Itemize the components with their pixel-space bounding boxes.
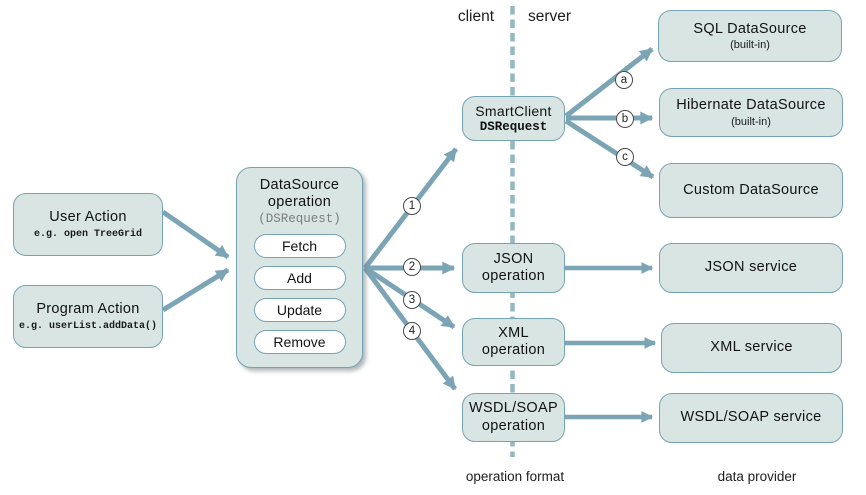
custom-datasource-title: Custom DataSource [683,181,819,198]
xml-operation-line2: operation [481,342,546,358]
marker-circle-2: 2 [403,258,421,276]
sql-datasource-title: SQL DataSource [693,20,807,37]
arrow-program-action [161,267,230,313]
client-lane-label: client [457,8,494,25]
add-pill: Add [253,266,346,291]
datasource-operation-title-line1: DataSource [259,177,340,193]
remove-pill: Remove [253,330,346,355]
datasource-operation-dsrequest: (DSRequest) [258,212,341,227]
json-operation-line1: JSON [493,250,534,267]
program-action-title: Program Action [36,300,140,317]
marker-circle-1: 1 [403,197,421,215]
user-action-example: e.g. open TreeGrid [33,229,143,241]
wsdl-soap-operation-box: WSDL/SOAP operation [462,393,565,442]
marker-circle-a: a [615,71,633,89]
update-pill: Update [253,298,346,323]
smartclient-dsrequest-label: DSRequest [479,120,548,135]
data-provider-label: data provider [717,469,797,484]
marker-circle-4: 4 [403,322,421,340]
xml-operation-box: XML operation [462,318,565,366]
json-operation-box: JSON operation [462,243,565,293]
user-action-title: User Action [49,208,127,225]
marker-circle-c: c [616,148,634,166]
program-action-example: e.g. userList.addData() [18,321,158,333]
marker-circle-b: b [616,110,634,128]
wsdl-soap-operation-line1: WSDL/SOAP [469,400,558,417]
xml-service-title: XML service [710,339,793,356]
sql-datasource-box: SQL DataSource (built-in) [658,10,842,62]
custom-datasource-box: Custom DataSource [659,163,843,218]
hibernate-datasource-title: Hibernate DataSource [676,97,826,114]
arrow-a-sql [564,47,654,118]
arrow-c-custom [564,118,655,180]
wsdl-soap-service-title: WSDL/SOAP service [680,409,822,426]
operation-format-label: operation format [465,469,565,484]
wsdl-soap-operation-line2: operation [481,417,546,434]
marker-circle-3: 3 [403,291,421,309]
smartclient-dsrequest-box: SmartClient DSRequest [462,96,565,141]
xml-service-box: XML service [661,323,842,373]
fetch-pill: Fetch [253,234,346,259]
smartclient-label: SmartClient [475,102,552,119]
json-service-title: JSON service [704,259,798,276]
arrow-user-action [161,209,230,260]
json-service-box: JSON service [659,243,843,293]
program-action-box: Program Action e.g. userList.addData() [13,285,163,348]
hibernate-datasource-box: Hibernate DataSource (built-in) [659,88,843,137]
json-operation-line2: operation [481,268,546,284]
datasource-operation-title-line2: operation [267,194,332,211]
wsdl-soap-service-box: WSDL/SOAP service [659,393,843,443]
sql-datasource-builtin: (built-in) [730,39,770,52]
server-lane-label: server [528,8,572,25]
user-action-box: User Action e.g. open TreeGrid [13,193,163,256]
hibernate-datasource-builtin: (built-in) [731,115,771,128]
datasource-operation-box: DataSource operation (DSRequest) Fetch A… [236,167,363,368]
xml-operation-line1: XML [498,324,529,341]
